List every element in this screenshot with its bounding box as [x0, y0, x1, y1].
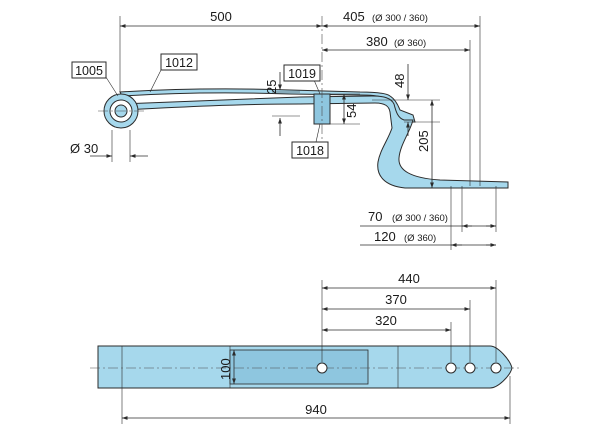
label-box-1019 — [283, 64, 321, 82]
dim-120-note: (Ø 360) — [404, 233, 436, 244]
leader-1012 — [149, 67, 163, 93]
dim-370: 370 — [385, 292, 407, 307]
label-box-1018 — [291, 141, 329, 159]
top-hole-1 — [445, 362, 457, 374]
dim-70-note: (Ø 300 / 360) — [392, 213, 448, 224]
dim-320: 320 — [375, 313, 397, 328]
dim-70: 70 — [368, 209, 382, 224]
label-1012: 1012 — [165, 56, 193, 70]
top-bolt — [316, 362, 328, 374]
dim-120: 120 — [374, 229, 396, 244]
spring-main-leaf — [119, 88, 416, 123]
dim-205: 205 — [416, 130, 431, 152]
side-view: 500 405 (Ø 300 / 360) 380 (Ø 360) 25 54 … — [70, 9, 509, 250]
dim-25: 25 — [264, 80, 279, 94]
spring-lower-leaf — [121, 95, 509, 189]
top-view: 440 370 320 100 940 — [90, 271, 520, 424]
dim-48: 48 — [392, 74, 407, 88]
dim-405-note: (Ø 300 / 360) — [372, 13, 428, 24]
dim-100: 100 — [218, 358, 233, 380]
dim-54: 54 — [344, 104, 359, 118]
top-clamp-plate — [229, 349, 369, 385]
leader-1019 — [313, 79, 321, 95]
dim-380: 380 — [366, 34, 388, 49]
label-box-1012 — [160, 53, 198, 71]
dim-405: 405 — [343, 9, 365, 24]
dim-500: 500 — [210, 9, 232, 24]
dim-940: 940 — [305, 402, 327, 417]
dim-eye-diameter: Ø 30 — [70, 141, 98, 156]
dim-380-note: (Ø 360) — [394, 38, 426, 49]
top-hole-3 — [490, 362, 502, 374]
label-1018: 1018 — [296, 144, 324, 158]
leader-1018 — [315, 123, 321, 143]
dim-440: 440 — [398, 271, 420, 286]
label-1005: 1005 — [75, 64, 103, 78]
label-box-1005 — [71, 61, 107, 79]
top-hole-2 — [464, 362, 476, 374]
label-1019: 1019 — [288, 67, 316, 81]
